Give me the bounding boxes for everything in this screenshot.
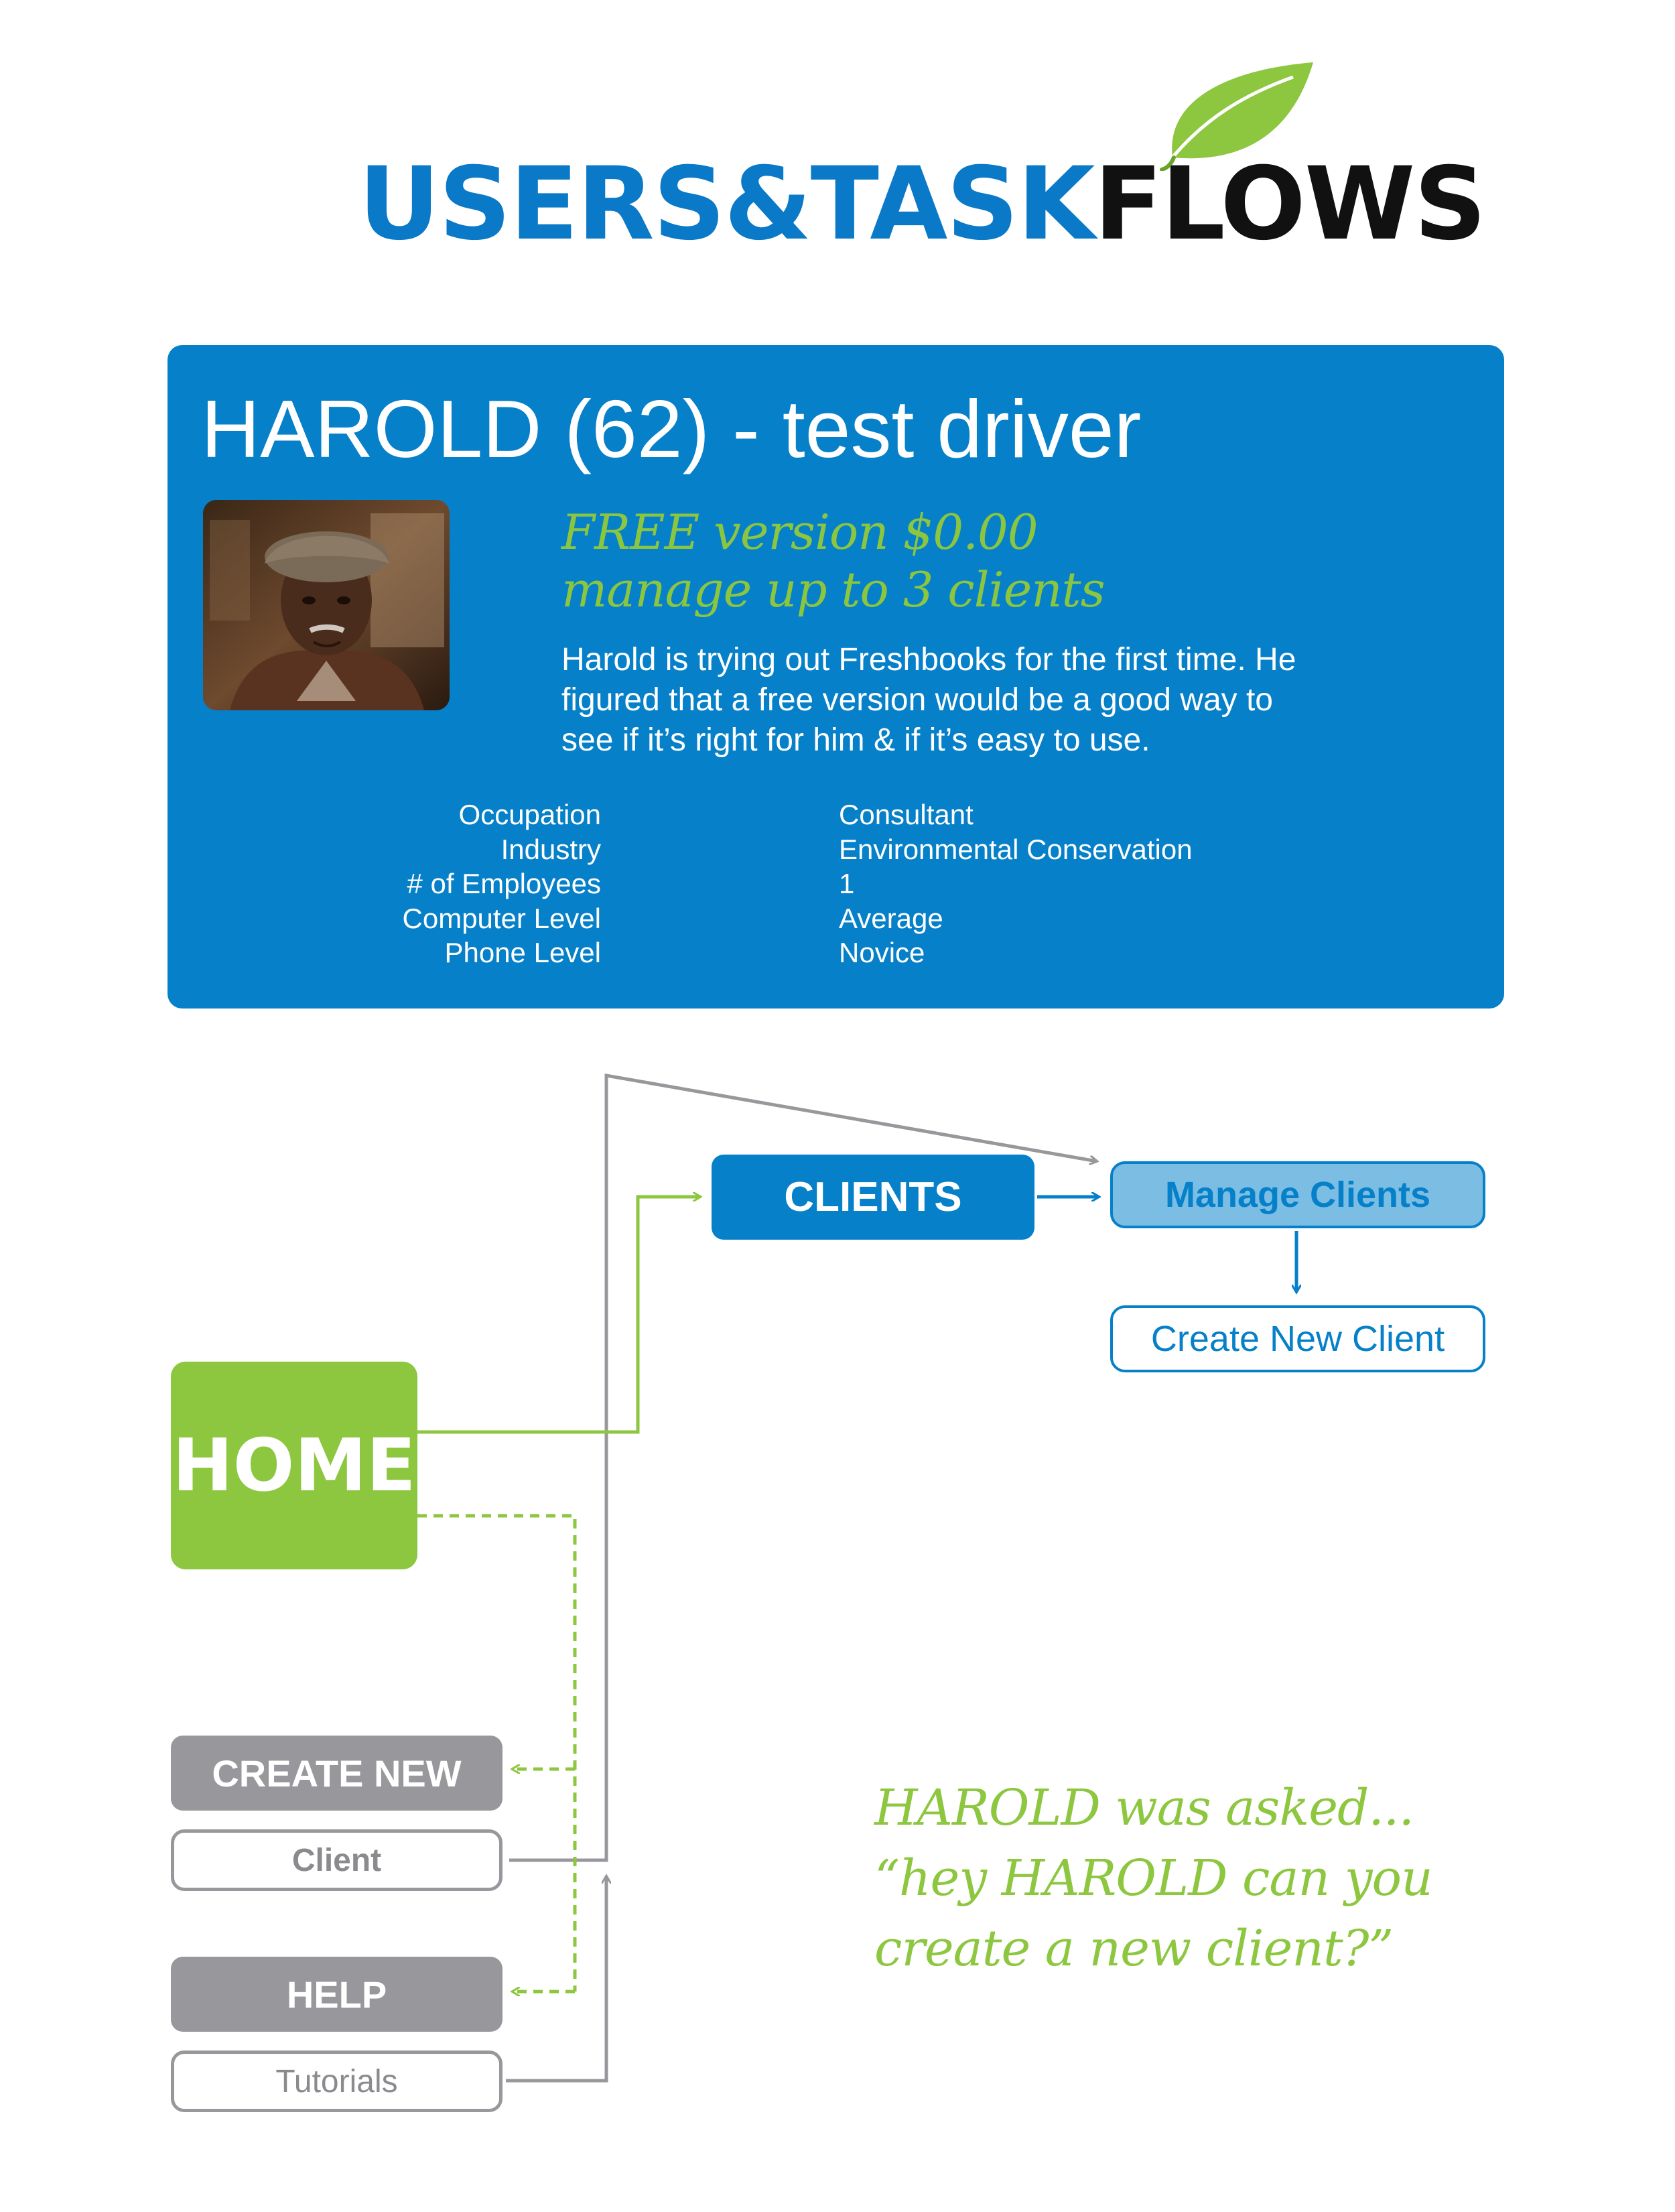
manage-clients-node[interactable]: Manage Clients (1110, 1161, 1485, 1228)
stat-value: Consultant (839, 799, 974, 830)
scenario-note-line: create a new client?” (874, 1920, 1394, 1977)
help-node[interactable]: HELP (171, 1957, 503, 2032)
description-line: Harold is trying out Freshbooks for the … (561, 642, 1296, 677)
stat-row-employees: # of Employees 1 (407, 866, 1340, 901)
plan-price: FREE version $0.00 (561, 504, 1038, 560)
persona-description: Harold is trying out Freshbooks for the … (561, 640, 1399, 761)
persona-title: HAROLD (62) - test driver (201, 383, 1142, 474)
stat-value: 1 (839, 868, 855, 899)
connector-home-to-clients (417, 1197, 700, 1434)
connector-home-dashed (417, 1514, 577, 1992)
stat-label: Occupation (458, 799, 601, 830)
stat-value: Novice (839, 937, 925, 968)
connector-tutorials-to-manage (506, 1876, 606, 2083)
stat-row-phone-level: Phone Level Novice (444, 935, 1340, 970)
stat-label: Computer Level (402, 902, 601, 934)
client-node[interactable]: Client (171, 1829, 503, 1891)
page-title: USERS&TASKFLOWS (358, 154, 1486, 255)
tutorials-node[interactable]: Tutorials (171, 2051, 503, 2112)
page-title-part2: FLOWS (1093, 146, 1487, 263)
stat-row-computer-level: Computer Level Average (403, 901, 1340, 936)
stat-label: Phone Level (444, 937, 601, 968)
clients-node[interactable]: CLIENTS (712, 1155, 1034, 1240)
stat-value: Environmental Conservation (839, 833, 1193, 865)
scenario-note-line: HAROLD was asked... (874, 1779, 1414, 1837)
stat-row-occupation: Occupation Consultant (459, 797, 1340, 832)
description-line: figured that a free version would be a g… (561, 682, 1273, 718)
home-node[interactable]: HOME (171, 1362, 417, 1569)
page-title-part1: USERS&TASK (358, 146, 1095, 263)
create-new-client-node[interactable]: Create New Client (1110, 1305, 1485, 1372)
stat-value: Average (839, 902, 943, 934)
scenario-note-line: “hey HAROLD can you (874, 1849, 1433, 1907)
persona-photo (203, 500, 450, 710)
create-new-node[interactable]: CREATE NEW (171, 1736, 503, 1811)
stat-label: Industry (500, 833, 601, 865)
connector-client-to-manage (509, 1074, 1097, 1862)
stat-row-industry: Industry Environmental Conservation (469, 832, 1340, 867)
persona-stats: Occupation Consultant Industry Environme… (403, 797, 1340, 970)
stat-label: # of Employees (407, 868, 602, 899)
leaf-icon (1160, 62, 1313, 171)
description-line: see if it’s right for him & if it’s easy… (561, 722, 1150, 758)
plan-limit: manage up to 3 clients (561, 562, 1106, 618)
